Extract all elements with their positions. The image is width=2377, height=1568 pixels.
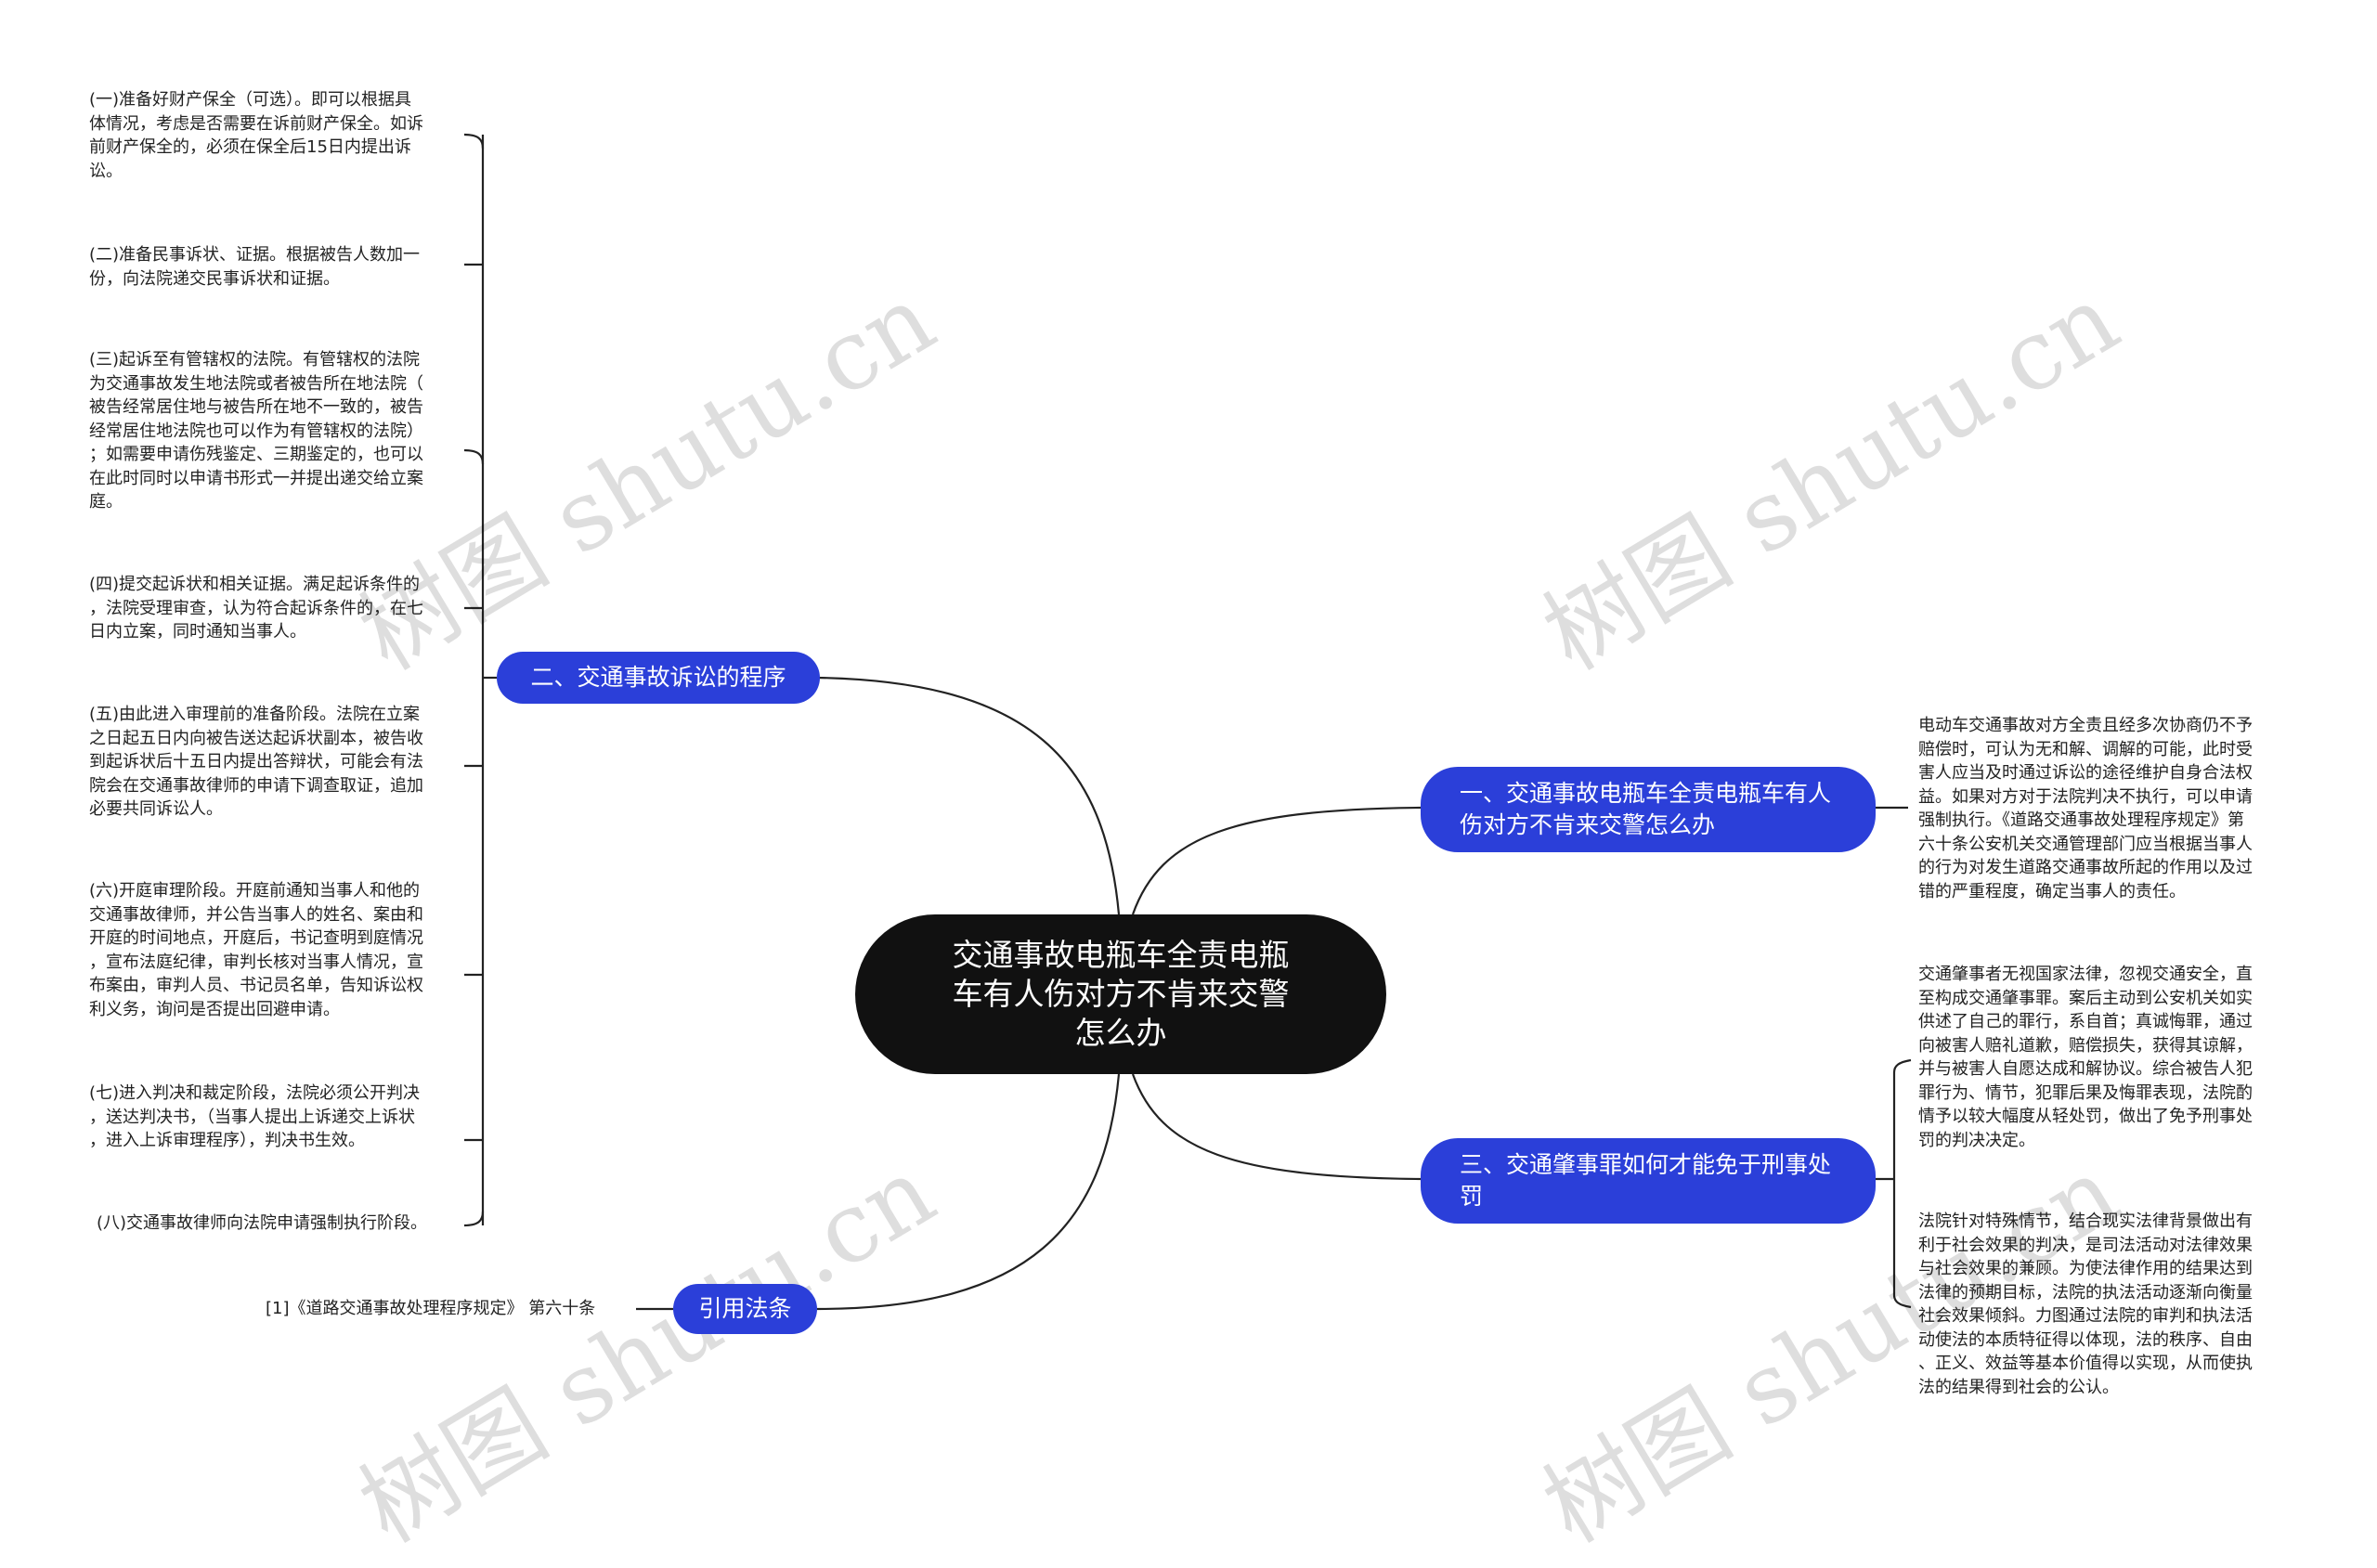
- leaf-step-2: (二)准备民事诉状、证据。根据被告人数加一份，向法院递交民事诉状和证据。: [89, 243, 420, 291]
- link-root-police: [1131, 806, 1422, 915]
- leaf-text-line: 错的严重程度，确定当事人的责任。: [1918, 881, 2186, 901]
- leaf-step-3: (三)起诉至有管辖权的法院。有管辖权的法院为交通事故发生地法院或者被告所在地法院…: [89, 348, 423, 514]
- leaf-text-line: 交通肇事者无视国家法律，忽视交通安全，直: [1918, 965, 2253, 984]
- leaf-text-line: 情予以较大幅度从轻处罚，做出了免予刑事处: [1918, 1107, 2253, 1126]
- leaf-text-line: 供述了自己的罪行，系自首；真诚悔罪，通过: [1918, 1012, 2253, 1031]
- leaf-text-line: ，宣布法庭纪律，审判长核对当事人情况，宣: [89, 952, 423, 972]
- leaf-exempt-case: 交通肇事者无视国家法律，忽视交通安全，直至构成交通肇事罪。案后主动到公安机关如实…: [1918, 963, 2253, 1152]
- leaf-text-line: (五)由此进入审理前的准备阶段。法院在立案: [89, 705, 421, 724]
- leaf-text-line: 并与被害人自愿达成和解协议。综合被告人犯: [1918, 1059, 2253, 1079]
- leaf-text-line: ，进入上诉审理程序），判决书生效。: [89, 1131, 365, 1150]
- leaf-text-line: 法的结果得到社会的公认。: [1918, 1377, 2119, 1397]
- leaf-text-line: 被告经常居住地与被告所在地不一致的，被告: [89, 397, 423, 417]
- branch-label: 引用法条: [698, 1295, 792, 1322]
- connector-lines: [463, 133, 1912, 1311]
- link-root-law: [816, 1073, 1121, 1311]
- leaf-text-line: (二)准备民事诉状、证据。根据被告人数加一: [89, 245, 421, 265]
- leaf-police-explanation: 电动车交通事故对方全责且经多次协商仍不予赔偿时，可认为无和解、调解的可能，此时受…: [1918, 714, 2253, 903]
- branch-police-refusal[interactable]: 一、交通事故电瓶车全责电瓶车有人伤对方不肯来交警怎么办: [1421, 767, 1876, 852]
- branch-label: 二、交通事故诉讼的程序: [530, 664, 786, 691]
- root-node[interactable]: 交通事故电瓶车全责电瓶车有人伤对方不肯来交警怎么办: [855, 914, 1386, 1074]
- leaf-text-line: 与社会效果的兼顾。为使法律作用的结果达到: [1918, 1259, 2253, 1278]
- leaf-step-8: (八)交通事故律师向法院申请强制执行阶段。: [97, 1212, 427, 1236]
- leaf-text-line: 到起诉状后十五日内提出答辩状，可能会有法: [89, 752, 423, 771]
- leaf-text-line: 在此时同时以申请书形式一并提出递交给立案: [89, 468, 423, 488]
- leaf-text-line: 益。如果对方对于法院判决不执行，可以申请: [1918, 786, 2253, 807]
- leaf-text-line: 日内立案，同时通知当事人。: [89, 622, 306, 641]
- root-node-text: 交通事故电瓶车全责电瓶车有人伤对方不肯来交警怎么办: [952, 937, 1290, 1051]
- branch-litigation-procedure[interactable]: 二、交通事故诉讼的程序: [497, 652, 820, 704]
- branch-label: 三、交通肇事罪如何才能免于刑事处罚: [1460, 1151, 1832, 1210]
- leaf-text-line: (四)提交起诉状和相关证据。满足起诉条件的: [89, 575, 421, 594]
- leaf-text-line: 害人应当及时通过诉讼的途径维护自身合法权: [1918, 763, 2253, 783]
- leaf-text-line: 社会效果倾斜。力图通过法院的审判和执法活: [1918, 1306, 2253, 1326]
- leaf-step-6: (六)开庭审理阶段。开庭前通知当事人和他的交通事故律师，并公告当事人的姓名、案由…: [89, 879, 423, 1021]
- leaf-text-line: ，法院受理审查，认为符合起诉条件的，在七: [89, 598, 423, 618]
- leaf-text-line: 利义务，询问是否提出回避申请。: [89, 999, 340, 1019]
- branch-law-reference[interactable]: 引用法条: [673, 1284, 817, 1334]
- leaf-step-1: (一)准备好财产保全（可选）。即可以根据具体情况，考虑是否需要在诉前财产保全。如…: [89, 88, 423, 183]
- leaf-text-line: 向被害人赔礼道歉，赔偿损失，获得其谅解，: [1918, 1035, 2253, 1056]
- leaf-text-line: ，送达判决书，（当事人提出上诉递交上诉状: [89, 1107, 415, 1127]
- leaf-text-line: 至构成交通肇事罪。案后主动到公安机关如实: [1918, 988, 2253, 1008]
- leaf-text-line: 庭。: [89, 492, 123, 512]
- leaf-text-line: ；如需要申请伤残鉴定、三期鉴定的，也可以: [89, 445, 423, 464]
- leaf-text-line: 份，向法院递交民事诉状和证据。: [89, 268, 340, 289]
- leaf-text-line: (三)起诉至有管辖权的法院。有管辖权的法院: [89, 350, 421, 369]
- leaf-exempt-reasoning: 法院针对特殊情节，结合现实法律背景做出有利于社会效果的判决，是司法活动对法律效果…: [1918, 1210, 2253, 1399]
- leaf-text-line: 之日起五日内向被告送达起诉状副本，被告收: [89, 728, 423, 748]
- leaf-text-line: 法律的预期目标，法院的执法活动逐渐向衡量: [1918, 1282, 2253, 1302]
- leaf-text-line: 电动车交通事故对方全责且经多次协商仍不予: [1918, 716, 2253, 735]
- leaf-text-line: 院会在交通事故律师的申请下调查取证，追加: [89, 775, 423, 796]
- branch-label: 一、交通事故电瓶车全责电瓶车有人伤对方不肯来交警怎么办: [1460, 780, 1832, 838]
- leaf-text-line: 法院针对特殊情节，结合现实法律背景做出有: [1918, 1212, 2253, 1231]
- leaf-text-line: 开庭的时间地点，开庭后，书记查明到庭情况: [89, 928, 423, 948]
- leaf-text-line: 为交通事故发生地法院或者被告所在地法院（: [89, 373, 423, 394]
- leaf-text-line: 讼。: [89, 161, 123, 181]
- link-root-litigation: [816, 676, 1121, 915]
- leaf-text-line: 动使法的本质特征得以体现，法的秩序、自由: [1918, 1329, 2253, 1350]
- leaf-text-line: 利于社会效果的判决，是司法活动对法律效果: [1918, 1235, 2253, 1255]
- leaf-text-line: 前财产保全的，必须在保全后15日内提出诉: [89, 137, 411, 157]
- leaf-text-line: (一)准备好财产保全（可选）。即可以根据具: [89, 90, 412, 110]
- leaf-law-reference: [1]《道路交通事故处理程序规定》 第六十条: [266, 1297, 595, 1321]
- branch-exempt-punishment[interactable]: 三、交通肇事罪如何才能免于刑事处罚: [1421, 1138, 1876, 1224]
- leaf-text-line: 必要共同诉讼人。: [89, 799, 223, 819]
- leaf-text-line: 经常居住地法院也可以作为有管辖权的法院）: [89, 421, 423, 441]
- leaf-text-line: 赔偿时，可认为无和解、调解的可能，此时受: [1918, 739, 2253, 759]
- leaf-text-line: 、正义、效益等基本价值得以实现，从而使执: [1918, 1354, 2253, 1373]
- leaf-text-line: 六十条公安机关交通管理部门应当根据当事人: [1918, 834, 2253, 854]
- leaf-text-line: 交通事故律师，并公告当事人的姓名、案由和: [89, 904, 423, 925]
- leaf-step-7: (七)进入判决和裁定阶段，法院必须公开判决 ，送达判决书，（当事人提出上诉递交上诉…: [89, 1082, 420, 1153]
- leaf-step-4: (四)提交起诉状和相关证据。满足起诉条件的 ，法院受理审查，认为符合起诉条件的，在…: [89, 573, 423, 644]
- leaf-text-line: [1]《道路交通事故处理程序规定》 第六十条: [266, 1299, 596, 1318]
- link-root-exempt: [1131, 1073, 1422, 1181]
- leaf-text-line: 罪行为、情节，犯罪后果及悔罪表现，法院酌: [1918, 1082, 2253, 1103]
- leaf-text-line: (六)开庭审理阶段。开庭前通知当事人和他的: [89, 881, 421, 901]
- leaf-text-line: 的行为对发生道路交通事故所起的作用以及过: [1918, 858, 2253, 877]
- leaf-text-line: 罚的判决决定。: [1918, 1130, 2035, 1150]
- leaf-text-line: 布案由，审判人员、书记员名单，告知诉讼权: [89, 976, 423, 995]
- leaf-text-line: (七)进入判决和裁定阶段，法院必须公开判决: [89, 1083, 421, 1103]
- leaf-text-line: 强制执行。《道路交通事故处理程序规定》第: [1918, 810, 2244, 830]
- leaf-text-line: (八)交通事故律师向法院申请强制执行阶段。: [97, 1213, 428, 1233]
- leaf-step-5: (五)由此进入审理前的准备阶段。法院在立案之日起五日内向被告送达起诉状副本，被告…: [89, 703, 423, 822]
- leaf-text-line: 体情况，考虑是否需要在诉前财产保全。如诉: [89, 113, 423, 134]
